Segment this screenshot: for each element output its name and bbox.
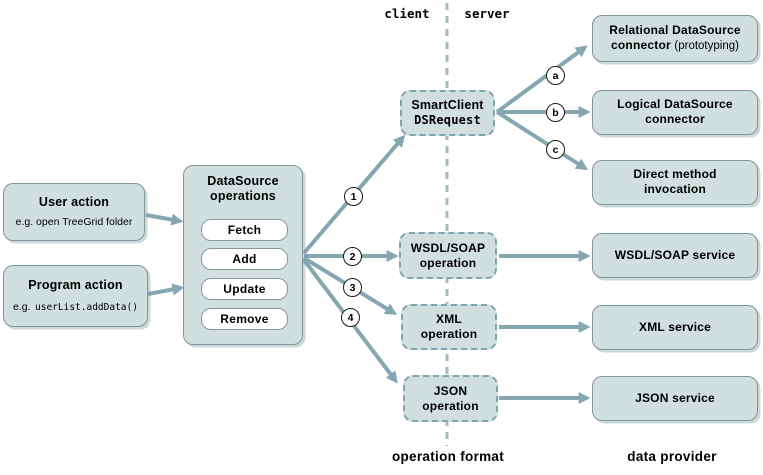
branch-badge-c: c [546,140,565,159]
arrow-user-action-to-datasource [145,213,184,226]
direct-method-invocation-label: Direct method invocation [593,167,757,199]
logical-datasource-connector-box: Logical DataSource connector [592,90,758,135]
smartclient-dsrequest-box: SmartClient DSRequest [400,90,495,136]
smartclient-label: SmartClient [411,98,484,112]
xml-service-label: XML service [638,320,712,334]
datasource-title-line2: operations [210,189,276,203]
relational-datasource-connector-label: Relational DataSource connector (prototy… [593,23,757,55]
user-action-title: User action [38,194,110,209]
wsdl-soap-service-box: WSDL/SOAP service [592,233,758,278]
wsdl-soap-operation-box: WSDL/SOAP operation [399,232,497,279]
json-service-box: JSON service [592,376,758,421]
operation-format-label: operation format [391,449,505,464]
logical-datasource-connector-label: Logical DataSource connector [593,97,757,129]
json-operation-label: JSON operation [422,383,479,413]
program-action-note-code: userList.addData() [35,301,138,313]
route-badge-4: 4 [341,308,360,327]
relational-datasource-connector-box: Relational DataSource connector (prototy… [592,15,758,62]
wsdl-soap-service-label: WSDL/SOAP service [614,248,736,262]
branch-badge-b: b [546,103,565,122]
xml-service-box: XML service [592,305,758,350]
route-badge-2: 2 [343,247,362,266]
operation-pill-add: Add [201,248,288,270]
operation-pill-update: Update [201,278,288,300]
branch-badge-a: a [546,66,565,85]
relational-connector-note: (prototyping) [674,40,739,52]
client-label: client [384,6,430,21]
user-action-box: User action e.g. open TreeGrid folder [3,183,145,241]
program-action-title: Program action [28,277,123,292]
json-operation-box: JSON operation [403,375,498,422]
xml-operation-box: XML operation [401,304,497,350]
arrow-branch-a-to-relational-connector [495,45,588,114]
operation-pill-fetch: Fetch [201,219,288,241]
datasource-title-line1: DataSource [207,174,279,188]
logical-connector-title: Logical DataSource connector [617,96,733,127]
arrow-branch-c-to-direct-invocation [495,110,589,171]
operation-pill-remove: Remove [201,308,288,330]
program-action-note: e.g. userList.addData() [13,298,138,315]
program-action-box: Program action e.g. userList.addData() [3,265,148,327]
relational-connector-title: Relational DataSource connector [609,22,741,53]
json-service-label: JSON service [635,391,715,405]
xml-operation-label: XML operation [420,312,478,341]
user-action-note: e.g. open TreeGrid folder [15,215,133,228]
data-provider-label: data provider [627,449,717,464]
datasource-operations-box: DataSource operations Fetch Add Update R… [183,165,303,345]
route-badge-1: 1 [344,187,363,206]
direct-method-invocation-box: Direct method invocation [592,160,758,205]
direct-invocation-title: Direct method invocation [633,166,717,197]
server-label: server [464,6,510,21]
dsrequest-label: DSRequest [414,113,481,127]
route-badge-3: 3 [343,278,362,297]
arrow-program-action-to-datasource [147,283,185,296]
wsdl-soap-operation-label: WSDL/SOAP operation [410,240,486,270]
program-action-note-prefix: e.g. [13,300,31,313]
